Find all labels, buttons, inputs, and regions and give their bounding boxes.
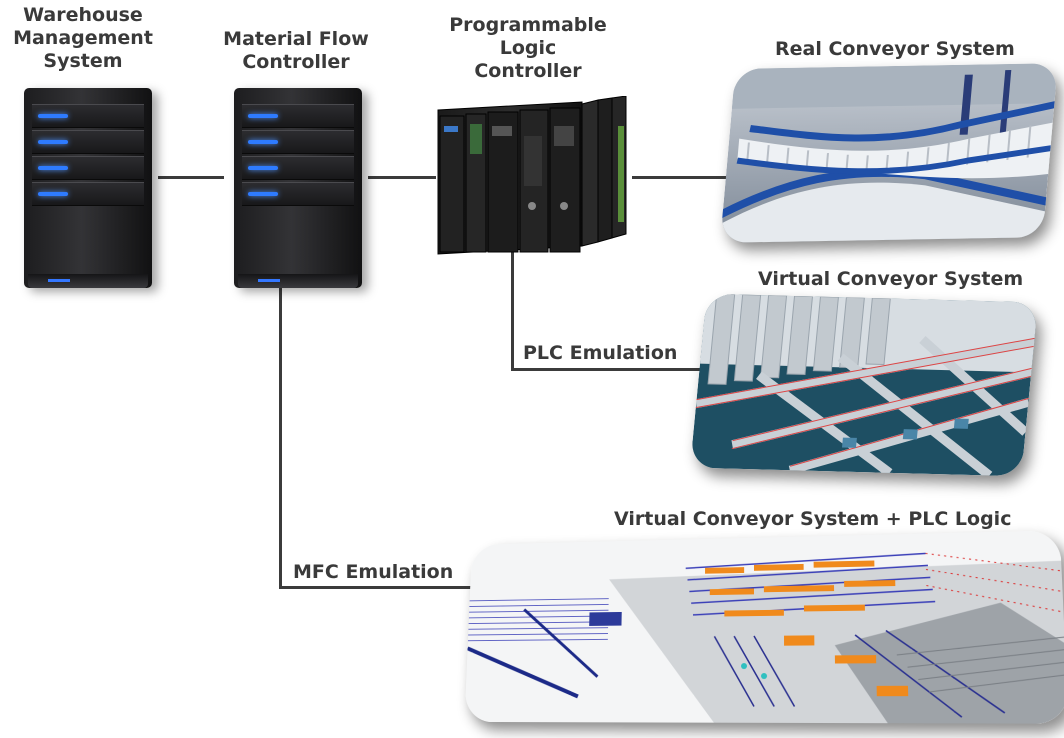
virtual-plc-render — [464, 530, 1064, 724]
mfc-title-line1: Material Flow — [223, 28, 369, 50]
plc-hardware-icon — [432, 95, 636, 256]
mfc-emulation-label: MFC Emulation — [293, 561, 454, 583]
virtual-conveyor-title: Virtual Conveyor System — [758, 268, 1024, 290]
mfc-title-line2: Controller — [242, 51, 350, 73]
plc-title-line1: Programmable — [449, 14, 607, 36]
wire-mfc-emulation-vertical — [279, 286, 282, 589]
wms-title-line3: System — [43, 50, 123, 72]
plc-title-line3: Controller — [474, 60, 582, 82]
wire-mfc-plc — [368, 176, 436, 179]
virtual-plc-title: Virtual Conveyor System + PLC Logic — [614, 508, 1012, 530]
mfc-server-icon — [234, 88, 362, 288]
real-conveyor-title: Real Conveyor System — [775, 38, 1015, 60]
wms-title-line2: Management — [13, 27, 153, 49]
wms-title: Warehouse Management System — [6, 4, 160, 73]
wms-server-icon — [24, 88, 152, 288]
real-conveyor-photo — [720, 63, 1058, 243]
wire-plc-emulation-vertical — [511, 252, 514, 371]
wms-title-line1: Warehouse — [23, 4, 143, 26]
mfc-title: Material Flow Controller — [214, 28, 378, 74]
plc-title-line2: Logic — [499, 37, 557, 59]
plc-title: Programmable Logic Controller — [436, 14, 620, 83]
wire-plc-real — [632, 176, 738, 179]
virtual-conveyor-render — [690, 293, 1038, 477]
wire-wms-mfc — [158, 176, 224, 179]
wire-mfc-emulation-horizontal — [279, 586, 473, 589]
wire-plc-emulation-horizontal — [511, 368, 723, 371]
plc-emulation-label: PLC Emulation — [523, 342, 678, 364]
